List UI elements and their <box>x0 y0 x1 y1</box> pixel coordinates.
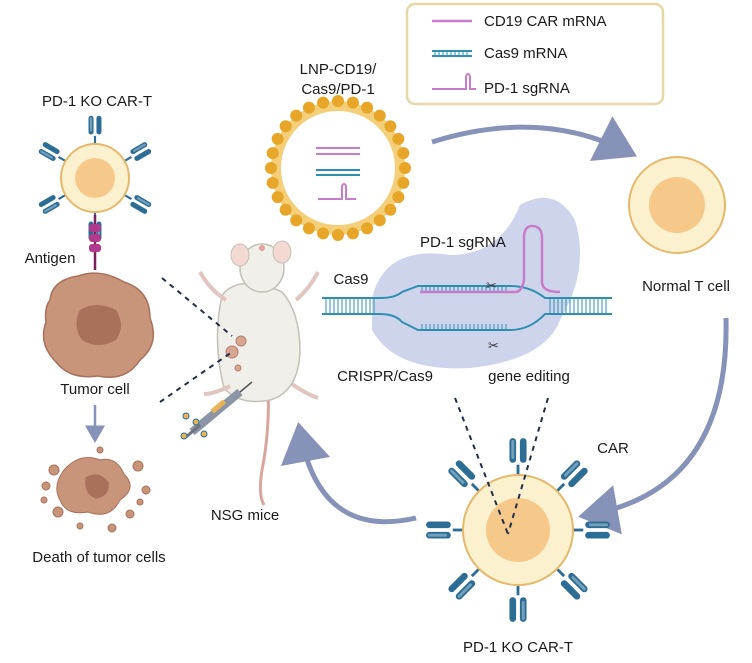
scissors-icon-bottom: ✂ <box>488 338 499 353</box>
lipid-head <box>279 120 292 133</box>
lipid-head <box>302 222 315 235</box>
car-receptor-icon <box>509 582 527 622</box>
lipid-head <box>271 132 284 145</box>
antigen-binding: Antigen <box>25 215 101 270</box>
tumor-cell-label: Tumor cell <box>60 381 129 398</box>
syringe-icon <box>185 381 253 439</box>
lipid-head <box>279 203 292 216</box>
lnp-label-line2: Cas9/PD-1 <box>301 81 374 98</box>
cas9-label: Cas9 <box>333 271 368 288</box>
lipid-head <box>399 162 411 174</box>
legend-label-sgrna: PD-1 sgRNA <box>484 80 570 97</box>
arrow-t-cell-to-car-t <box>578 317 729 535</box>
legend: CD19 CAR mRNA Cas9 mRNA PD-1 sgRNA <box>405 2 665 106</box>
lipid-head <box>384 120 397 133</box>
pd1-sgrna-label: PD-1 sgRNA <box>420 234 506 251</box>
lipid-head <box>346 227 359 240</box>
legend-label-cd19: CD19 CAR mRNA <box>484 13 607 30</box>
lipid-head <box>392 191 405 204</box>
car-receptor-icon <box>426 521 466 539</box>
lipid-head <box>392 132 405 145</box>
lipid-head <box>332 229 344 241</box>
car-receptor-icon <box>570 521 610 539</box>
lipid-head <box>373 109 386 122</box>
lipid-head <box>271 191 284 204</box>
car-receptor-icon <box>509 438 527 478</box>
lipid-head <box>361 222 374 235</box>
crispr-cas9-complex: ✂ ✂ PD-1 sgRNA Cas9 CRISPR/Cas9 gene edi… <box>322 197 612 385</box>
tumor-cell: Tumor cell <box>42 272 155 398</box>
legend-item-cas9-mrna: Cas9 mRNA <box>432 45 567 62</box>
car-receptor-icon <box>38 142 68 163</box>
car-receptor-icon <box>122 142 152 163</box>
lipid-head <box>290 109 303 122</box>
nsg-mice-label: NSG mice <box>211 507 279 524</box>
car-t-bottom-label: PD-1 KO CAR-T <box>463 639 573 656</box>
lnp-label-line1: LNP-CD19/ <box>300 61 378 78</box>
arrow-lnp-to-t-cell <box>431 116 637 161</box>
lnp-cargo <box>316 147 360 200</box>
lipid-head <box>332 95 344 107</box>
cas9-protein <box>372 197 580 369</box>
lipid-head <box>317 96 330 109</box>
dead-tumor-cells <box>40 446 151 533</box>
car-receptors <box>426 438 610 622</box>
car-receptor-icon <box>88 115 102 146</box>
death-label: Death of tumor cells <box>32 549 165 566</box>
arrow-car-t-to-mouse <box>280 422 417 525</box>
lipid-head <box>346 96 359 109</box>
legend-label-cas9: Cas9 mRNA <box>484 45 567 62</box>
gene-editing-label: gene editing <box>488 368 570 385</box>
normal-t-cell-label: Normal T cell <box>642 278 730 295</box>
crispr-label: CRISPR/Cas9 <box>337 368 433 385</box>
lipid-head <box>266 147 279 160</box>
lnp-nanoparticle: LNP-CD19/ Cas9/PD-1 <box>265 61 411 241</box>
lipid-head <box>384 203 397 216</box>
pd1-ko-car-t-bottom: CAR PD-1 KO CAR-T <box>426 397 629 656</box>
lipid-head <box>290 214 303 227</box>
car-t-top-label: PD-1 KO CAR-T <box>42 93 152 110</box>
lipid-head <box>317 227 330 240</box>
injected-cells <box>180 412 208 440</box>
lipid-head <box>397 147 410 160</box>
scissors-icon-top: ✂ <box>486 278 497 293</box>
nsg-mouse: NSG mice <box>180 240 320 524</box>
car-label: CAR <box>597 440 629 457</box>
lipid-head <box>302 101 315 114</box>
lipid-heads <box>265 95 411 241</box>
lipid-head <box>266 176 279 189</box>
antigen-label: Antigen <box>25 250 76 267</box>
lipid-head <box>397 176 410 189</box>
lipid-head <box>361 101 374 114</box>
lipid-head <box>265 162 277 174</box>
legend-item-cd19-car-mrna: CD19 CAR mRNA <box>432 13 607 30</box>
sgrna-hairpin <box>420 224 561 294</box>
lipid-head <box>373 214 386 227</box>
zoom-line-bottom <box>159 351 233 403</box>
dna-double-strand <box>322 285 612 331</box>
legend-item-pd1-sgrna: PD-1 sgRNA <box>432 73 570 97</box>
normal-t-cell: Normal T cell <box>628 156 730 295</box>
car-receptor-icon <box>38 193 68 214</box>
car-receptor-icon <box>122 193 152 214</box>
